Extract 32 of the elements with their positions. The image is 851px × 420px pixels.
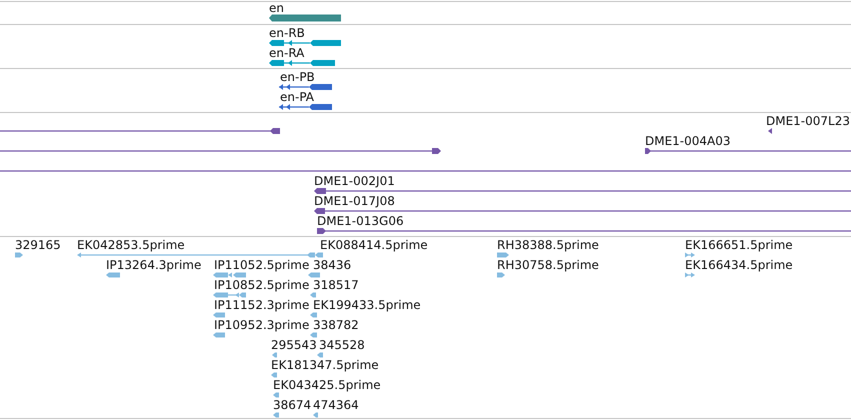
est-name: 345528 — [319, 339, 365, 352]
clone-name: DME1-004A03 — [645, 135, 731, 148]
est-name: IP11152.3prime — [214, 299, 310, 312]
clone-name: DME1-002J01 — [314, 175, 395, 188]
clone-name: DME1-013G06 — [317, 215, 404, 228]
est-name: RH38388.5prime — [497, 239, 599, 252]
est-name: EK181347.5prime — [271, 359, 379, 372]
est-name: EK042853.5prime — [77, 239, 185, 252]
est-name: EK043425.5prime — [273, 379, 381, 392]
est-name: 318517 — [313, 279, 359, 292]
est-name: EK166434.5prime — [685, 259, 793, 272]
est-name: 38674 — [273, 399, 312, 412]
gene-name: en — [269, 2, 284, 15]
clone-name: DME1-017J08 — [314, 195, 395, 208]
est-name: IP11052.5prime — [214, 259, 310, 272]
est-name: RH30758.5prime — [497, 259, 599, 272]
est-name: 329165 — [15, 239, 61, 252]
est-name: 474364 — [313, 399, 359, 412]
est-name: EK088414.5prime — [320, 239, 428, 252]
est-name: IP10952.3prime — [214, 319, 310, 332]
est-name: IP10852.5prime — [214, 279, 310, 292]
clone-name: DME1-007L23 — [766, 115, 850, 128]
transcript-name: en-RB — [269, 27, 305, 40]
est-name: 38436 — [313, 259, 352, 272]
transcript-name: en-RA — [269, 47, 304, 60]
transcript-name: en-PA — [280, 91, 314, 104]
est-name: IP13264.3prime — [106, 259, 202, 272]
est-name: EK166651.5prime — [685, 239, 793, 252]
est-name: 338782 — [313, 319, 359, 332]
est-name: 295543 — [271, 339, 317, 352]
transcript-name: en-PB — [280, 71, 315, 84]
est-name: EK199433.5prime — [313, 299, 421, 312]
